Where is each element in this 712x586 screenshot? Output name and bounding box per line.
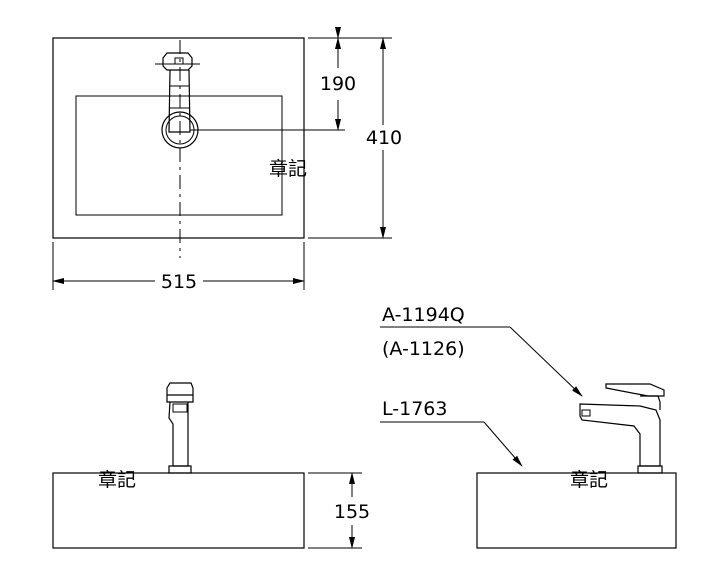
- side-view: 章記: [476, 383, 677, 549]
- dim-515-label: 515: [161, 271, 197, 293]
- dim-190-label: 190: [320, 73, 356, 95]
- stamp-mark-side: 章記: [570, 469, 608, 491]
- stamp-mark-top: 章記: [269, 158, 307, 180]
- faucet-alt-model-label: (A-1126): [382, 338, 465, 360]
- dimension-155: 155: [308, 472, 370, 549]
- faucet-front: [166, 382, 194, 474]
- dim-155-label: 155: [334, 501, 370, 523]
- basin-outline-front: [52, 472, 305, 549]
- basin-bowl-top: [75, 95, 283, 216]
- front-view: 155 章記: [52, 382, 370, 549]
- callout-basin: L-1763: [380, 398, 523, 467]
- dimension-515: 515: [52, 242, 305, 293]
- dimension-190: 190: [308, 27, 356, 131]
- dim-410-label: 410: [366, 127, 402, 149]
- basin-outline-side: [476, 472, 677, 549]
- faucet-model-label: A-1194Q: [382, 304, 465, 326]
- basin-outline-top: [52, 37, 305, 239]
- basin-model-label: L-1763: [382, 398, 447, 420]
- top-view: 190 410 515 章記: [52, 27, 402, 293]
- dimension-410: 410: [308, 37, 402, 239]
- faucet-top: [161, 52, 199, 149]
- callout-faucet: A-1194Q (A-1126): [380, 304, 583, 397]
- faucet-side: [579, 383, 665, 474]
- stamp-mark-front: 章記: [98, 469, 136, 491]
